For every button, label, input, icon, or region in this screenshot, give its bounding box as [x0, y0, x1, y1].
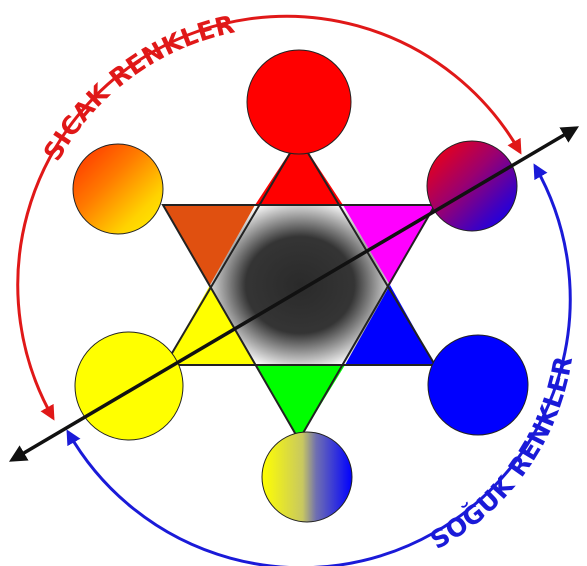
- red-circle: [247, 50, 351, 154]
- warm-colors-label: SICAK RENKLER: [38, 10, 238, 166]
- warm-colors-text: SICAK RENKLER: [38, 10, 238, 166]
- yellow-circle: [75, 332, 183, 440]
- violet-circle: [427, 141, 517, 231]
- triangle-bottom-green-region: [255, 365, 345, 440]
- green-circle: [262, 432, 352, 522]
- blue-circle: [428, 335, 528, 435]
- orange-circle: [73, 144, 163, 234]
